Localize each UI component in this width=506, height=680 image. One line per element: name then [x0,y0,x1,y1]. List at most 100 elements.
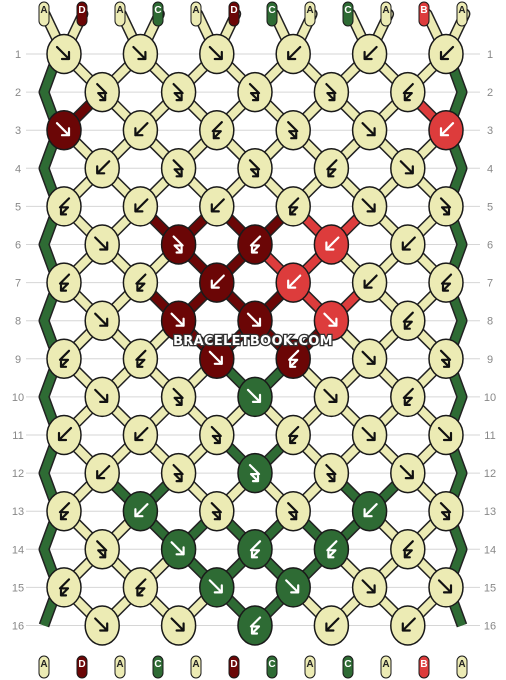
knot [237,300,273,341]
knot [46,567,82,608]
top-strand [418,1,430,27]
knot [390,605,426,646]
knot [160,224,197,265]
knot [275,186,311,227]
knot [390,148,426,189]
knot-arrow-icon [211,121,223,140]
row-number-left: 2 [15,87,21,99]
knot [237,148,273,189]
knot [237,529,273,570]
row-number-left: 16 [12,621,24,633]
knot-arrow-icon [58,349,71,368]
knot-arrow-icon [285,579,300,594]
bottom-strand-label: D [78,659,85,670]
row-number-right: 2 [487,87,493,99]
knot-arrow-icon [172,387,184,406]
bottom-strand-label: C [154,659,161,670]
knot [122,567,159,608]
knot [160,71,197,113]
knot [199,33,235,75]
knot [122,262,159,303]
knot-arrow-icon [55,45,71,61]
knot-arrow-icon [402,82,414,102]
knot [46,262,82,303]
knot-arrow-icon [58,273,71,292]
knot-arrow-icon [96,465,111,480]
knot [351,338,388,380]
bottom-strand-label: C [344,659,351,670]
bottom-strand [228,655,240,679]
knot-arrow-icon [135,578,147,597]
knot [390,71,426,113]
knot-arrow-icon [439,45,455,61]
knot-arrow-icon [287,274,302,289]
knot [199,186,235,227]
row-number-right: 13 [484,506,496,518]
knot-arrow-icon [326,540,338,559]
top-strand-label: A [116,5,123,16]
row-number-right: 16 [484,621,496,633]
knot [46,490,82,532]
knot-arrow-icon [172,159,184,178]
top-strand-label: C [268,5,275,16]
knot-arrow-icon [288,349,300,368]
knot-arrow-icon [170,541,185,556]
bottom-strand-label: D [230,659,237,670]
row-number-left: 6 [15,240,21,252]
knot-arrow-icon [57,426,73,442]
knot [428,414,464,456]
row-number-left: 12 [12,468,24,480]
row-number-left: 1 [15,49,21,61]
knot-arrow-icon [134,503,149,518]
knot-arrow-icon [94,617,109,632]
knot-arrow-icon [439,197,452,216]
top-strand-label: A [306,5,313,16]
knot [390,300,426,341]
knot-arrow-icon [132,45,147,61]
knot [84,300,120,341]
bottom-strand-label: C [268,659,275,670]
knot-arrow-icon [326,159,338,178]
knot-arrow-icon [363,503,378,518]
knot [351,567,388,608]
watermark-text: BRACELETBOOK.COM [173,334,333,349]
knot [313,529,350,570]
knot [199,414,235,456]
knot-grid [46,33,464,646]
bottom-strand [266,655,278,679]
knot-arrow-icon [249,616,262,635]
knot-arrow-icon [325,236,340,251]
knot [122,33,159,75]
knot-arrow-icon [135,349,147,368]
knot [122,414,159,456]
edge-thread [444,52,466,627]
top-strand [114,1,126,27]
row-number-left: 14 [12,544,24,556]
row-number-right: 12 [484,468,496,480]
knot [275,109,311,151]
top-strand [228,1,240,27]
knot [84,529,120,570]
knot-arrow-icon [58,502,71,521]
knot [84,71,120,113]
row-number-left: 15 [12,582,24,594]
top-strand-label: C [344,5,351,16]
knot [84,148,120,189]
bottom-strand-label: A [192,659,199,670]
row-number-right: 4 [487,163,493,175]
top-strand [342,1,354,27]
knot-arrow-icon [170,312,185,327]
knot-arrow-icon [172,235,184,254]
knot [313,605,350,646]
knot [122,109,159,151]
knot [237,71,273,113]
knot [428,33,464,75]
bottom-strand [38,655,50,679]
row-number-left: 5 [15,201,21,213]
knot-arrow-icon [437,579,453,594]
knot-arrow-icon [248,82,261,102]
knot [122,338,159,380]
knot-arrow-icon [399,465,414,480]
knot [390,224,426,265]
bottom-strand-label: A [40,659,47,670]
